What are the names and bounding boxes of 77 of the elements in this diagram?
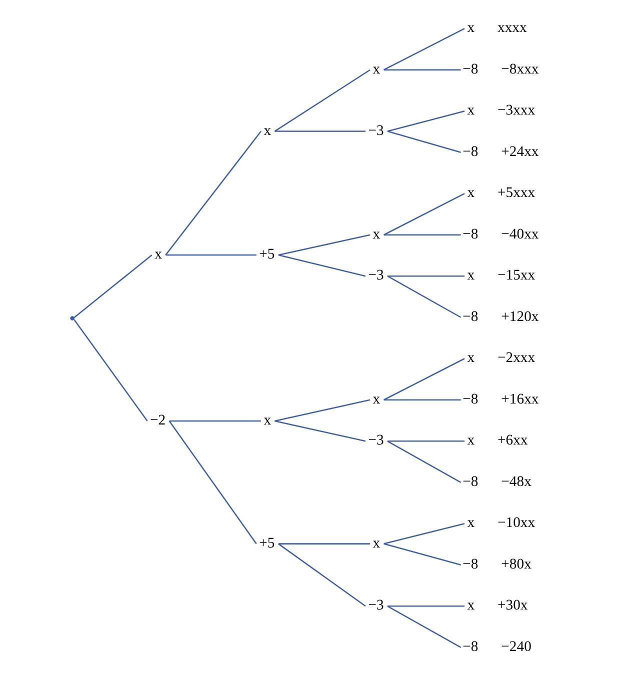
node-label: −3xxx [496, 102, 535, 119]
node-text: x [466, 268, 474, 284]
node-text: x [466, 515, 474, 532]
connector [274, 399, 370, 422]
node-text: +5 [258, 535, 274, 552]
node-label: +24xx [500, 144, 538, 160]
node-label: +5xxx [496, 185, 535, 202]
connector [383, 69, 460, 70]
connector [386, 440, 461, 483]
connector [164, 130, 261, 256]
connector [278, 543, 366, 607]
node-label: +120x [500, 308, 538, 325]
node-label: −40xx [500, 226, 538, 242]
node-text: −8 [462, 556, 478, 572]
node-text: x [154, 246, 162, 263]
node-text: x [466, 102, 474, 119]
node-text: x [372, 61, 380, 78]
node-label: −10xx [496, 515, 535, 532]
node-text: −3 [368, 432, 384, 449]
connector [383, 358, 464, 400]
node-text: x [372, 391, 380, 408]
node-label: +16xx [500, 391, 538, 408]
node-text: x [466, 185, 474, 202]
connector [387, 440, 464, 442]
connector [383, 523, 464, 544]
node-text: x [372, 535, 380, 552]
connector [278, 254, 366, 277]
node-text: x [372, 226, 380, 242]
connector [387, 606, 464, 607]
connector [386, 276, 461, 318]
connector [383, 543, 460, 566]
node-text: −8 [462, 144, 478, 160]
node-label: +6xx [496, 432, 528, 449]
node-label: −8xxx [500, 61, 538, 78]
node-text: x [263, 122, 271, 139]
node-label: +30x [496, 598, 528, 614]
connector [274, 420, 366, 442]
connector [278, 234, 370, 256]
connector [73, 319, 148, 422]
connector [278, 543, 370, 544]
node-label: xxxx [496, 20, 526, 36]
connector [387, 275, 464, 277]
node-label: −15xx [496, 268, 535, 284]
node-label: −240 [500, 638, 531, 655]
connector [274, 130, 365, 132]
connector [383, 399, 460, 401]
connector [274, 69, 370, 132]
connector [383, 28, 464, 70]
connector [168, 420, 260, 422]
node-text: −8 [462, 638, 478, 655]
node-label: −48x [500, 474, 531, 490]
connector [386, 130, 460, 153]
node-text: +5 [258, 246, 274, 263]
connector [383, 234, 460, 236]
connector [386, 110, 464, 132]
node-point [70, 316, 74, 320]
node-label: −2xxx [496, 350, 535, 366]
connector [386, 606, 461, 648]
node-text: x [263, 412, 271, 428]
connector [73, 254, 152, 318]
node-text: x [466, 350, 474, 366]
node-text: −8 [462, 308, 478, 325]
node-label: +80x [500, 556, 531, 572]
node-text: −8 [462, 61, 478, 78]
node-text: −2 [150, 412, 166, 428]
node-text: −3 [368, 598, 384, 614]
node-text: x [466, 598, 474, 614]
node-text: x [466, 20, 474, 36]
connector [165, 254, 256, 256]
node-text: −3 [368, 122, 384, 139]
node-text: −8 [462, 474, 478, 490]
node-text: −8 [462, 391, 478, 408]
node-text: x [466, 432, 474, 449]
node-text: −8 [462, 226, 478, 242]
node-text: −3 [368, 268, 384, 284]
connector [168, 420, 256, 544]
connector [383, 193, 464, 236]
